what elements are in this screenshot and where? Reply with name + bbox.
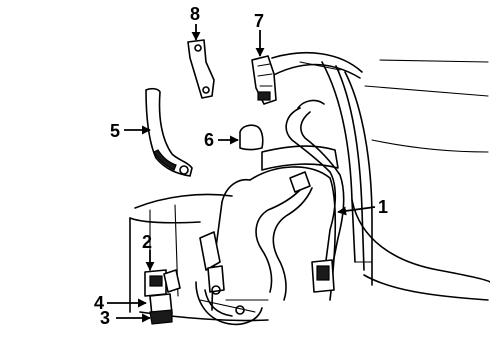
callout-8: 8 [190,4,200,24]
buckle-anchor-illustration [195,231,263,326]
part-2-buckle-assembly [144,269,181,325]
callout-7: 7 [254,11,264,31]
callout-5: 5 [110,121,120,141]
callout-arrows [107,24,376,323]
callout-3: 3 [100,308,110,328]
callout-4: 4 [94,293,104,313]
part-6-cap [239,124,264,151]
callout-1: 1 [378,197,388,217]
shoulder-belt-illustration [255,99,345,301]
part-5-trim-cover [145,87,193,177]
quarter-panel-illustration [267,52,490,301]
callout-2: 2 [142,232,152,252]
part-8-anchor-bracket [187,39,215,99]
callout-6: 6 [204,130,214,150]
callout-labels: 1 2 3 4 5 6 7 8 [94,4,388,328]
part-7-retractor [251,55,277,105]
